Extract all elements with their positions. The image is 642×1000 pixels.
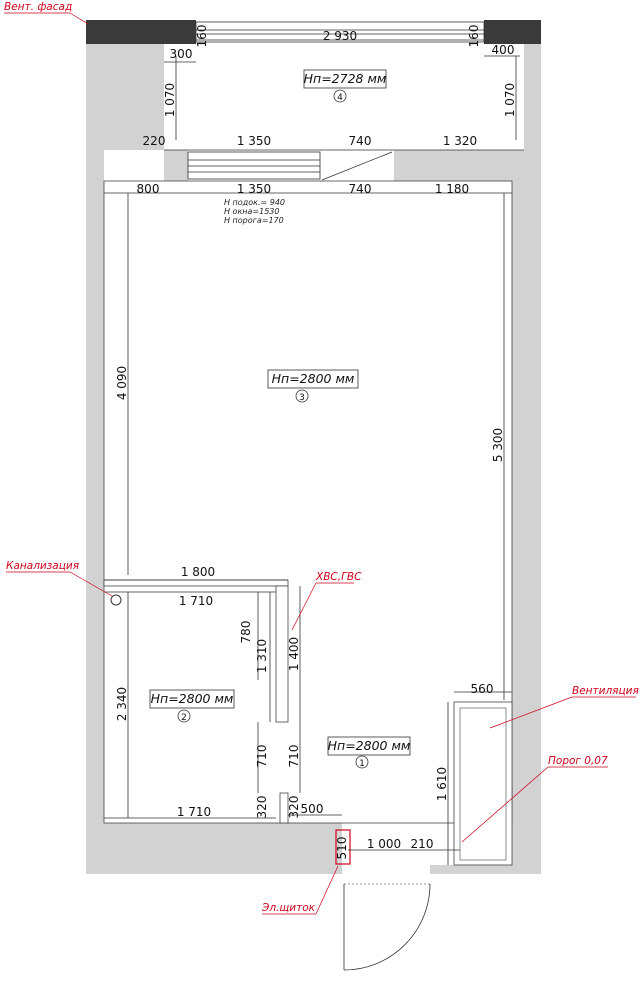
dim-bath-780: 780 [239,621,253,644]
dim-room-4090: 4 090 [115,366,129,400]
label-facade: Вент. фасад [4,1,72,13]
label-water: ХВС,ГВС [315,571,362,583]
room-3-height: Нп=2800 мм [272,371,355,386]
dim-balcony-top: 2 930 [323,29,357,43]
dim-hall-500: 500 [301,802,324,816]
dim-room-740: 740 [349,182,372,196]
dim-balcony-1320: 1 320 [443,134,477,148]
label-sewer: Канализация [6,560,79,572]
dim-bath-320-a: 320 [255,796,269,819]
dim-balcony-h-right: 1 070 [503,83,517,117]
dim-bath-710-b: 710 [287,745,301,768]
dim-hall-210: 210 [411,837,434,851]
dim-balcony-740: 740 [349,134,372,148]
dimension-labels: 2 930 160 160 300 400 1 070 1 070 220 1 … [115,25,517,860]
dim-hall-510: 510 [335,837,349,860]
room-3-tag: Нп=2800 мм 3 [267,369,359,403]
room-4-tag: Нп=2728 мм 4 [303,69,387,103]
window-notes: Н подок.= 940 Н окна=1530 Н порога=170 [224,198,285,225]
dim-hall-1000: 1 000 [367,837,401,851]
dim-room-1180: 1 180 [435,182,469,196]
dim-room-5300: 5 300 [491,428,505,462]
room-4-height: Нп=2728 мм [304,71,387,86]
dim-bath-1710-bottom: 1 710 [177,805,211,819]
note-threshold: Н порога=170 [224,216,284,225]
interior-lines [103,180,513,971]
dim-balcony-400: 400 [492,43,515,57]
note-sill: Н подок.= 940 [224,198,285,207]
dim-vent-560: 560 [471,682,494,696]
room-2-number: 2 [181,713,187,723]
label-panel: Эл.щиток [261,902,316,914]
dim-bath-1710-top: 1 710 [179,594,213,608]
room-2-tag: Нп=2800 мм 2 [149,689,235,723]
dim-balcony-220: 220 [143,134,166,148]
room-1-tag: Нп=2800 мм 1 [327,736,411,769]
dim-bath-1310: 1 310 [255,639,269,673]
dim-room-800: 800 [137,182,160,196]
dimension-lines [104,39,524,865]
label-threshold: Порог 0,07 [548,755,608,767]
dim-bath-320-b: 320 [287,796,301,819]
dim-balcony-h-left: 1 070 [163,83,177,117]
note-window: Н окна=1530 [224,207,279,216]
room-3-number: 3 [299,393,305,403]
dim-balcony-300: 300 [170,47,193,61]
dim-bath-710-a: 710 [255,745,269,768]
room-1-height: Нп=2800 мм [328,738,411,753]
dim-bath-1400: 1 400 [287,637,301,671]
walls [86,20,541,874]
annotations: Вент. фасад Канализация ХВС,ГВС Вентиляц… [4,1,639,915]
dim-bath-2340: 2 340 [115,687,129,721]
dim-room-1350: 1 350 [237,182,271,196]
room-4-number: 4 [337,93,343,103]
dim-balcony-1350: 1 350 [237,134,271,148]
dim-balcony-right-160: 160 [467,25,481,48]
dim-balcony-left-160: 160 [195,25,209,48]
dim-vent-1610: 1 610 [435,767,449,801]
label-ventilation: Вентиляция [572,685,639,697]
dim-bath-1800: 1 800 [181,565,215,579]
room-2-height: Нп=2800 мм [151,691,234,706]
room-1-number: 1 [359,759,365,769]
